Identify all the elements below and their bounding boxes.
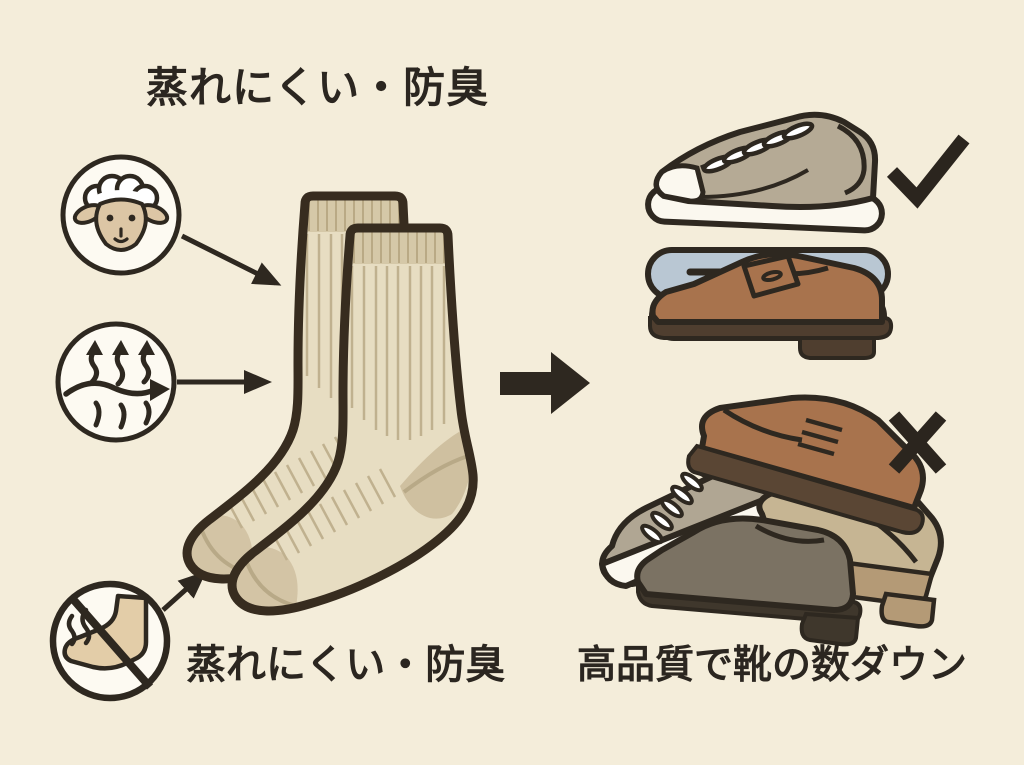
sheep-eyes [106, 214, 136, 222]
stacked-sneaker [645, 111, 885, 234]
arrow-from-sheep [180, 233, 282, 286]
loafer-strap [741, 253, 801, 299]
top-caption: 蒸れにくい・防臭 [146, 63, 490, 112]
checkmark-icon [886, 134, 970, 209]
pile-slipon [634, 515, 863, 647]
derby-laces [797, 417, 843, 457]
sheep-wool-icon [60, 154, 182, 276]
messy-shoe-pile [599, 394, 944, 647]
sheep-muzzle [113, 227, 129, 244]
socks-caption: 蒸れにくい・防臭 [186, 642, 506, 688]
breath-lower-waves [93, 400, 152, 430]
stacked-loafer [648, 251, 894, 360]
pile-derby [686, 394, 926, 535]
no-foot-odor-icon [49, 580, 171, 702]
prohibition-slash [68, 595, 154, 690]
cross-icon [888, 411, 947, 474]
sheep-face [94, 197, 148, 252]
sock-front [226, 226, 473, 616]
neat-shoe-stack [645, 111, 894, 360]
breath-cross-arrowhead [150, 379, 170, 401]
big-right-arrow [500, 352, 590, 414]
breath-cross-arrow [63, 380, 157, 397]
shoes-caption: 高品質で靴の数ダウン [577, 643, 968, 688]
arrow-from-no-odor [161, 570, 207, 612]
breathability-icon [55, 321, 177, 443]
sneaker-toe-cap [654, 163, 706, 204]
breath-up-arrowheads [86, 340, 155, 355]
sneaker-laces [701, 121, 815, 174]
connector-arrows [161, 233, 282, 612]
